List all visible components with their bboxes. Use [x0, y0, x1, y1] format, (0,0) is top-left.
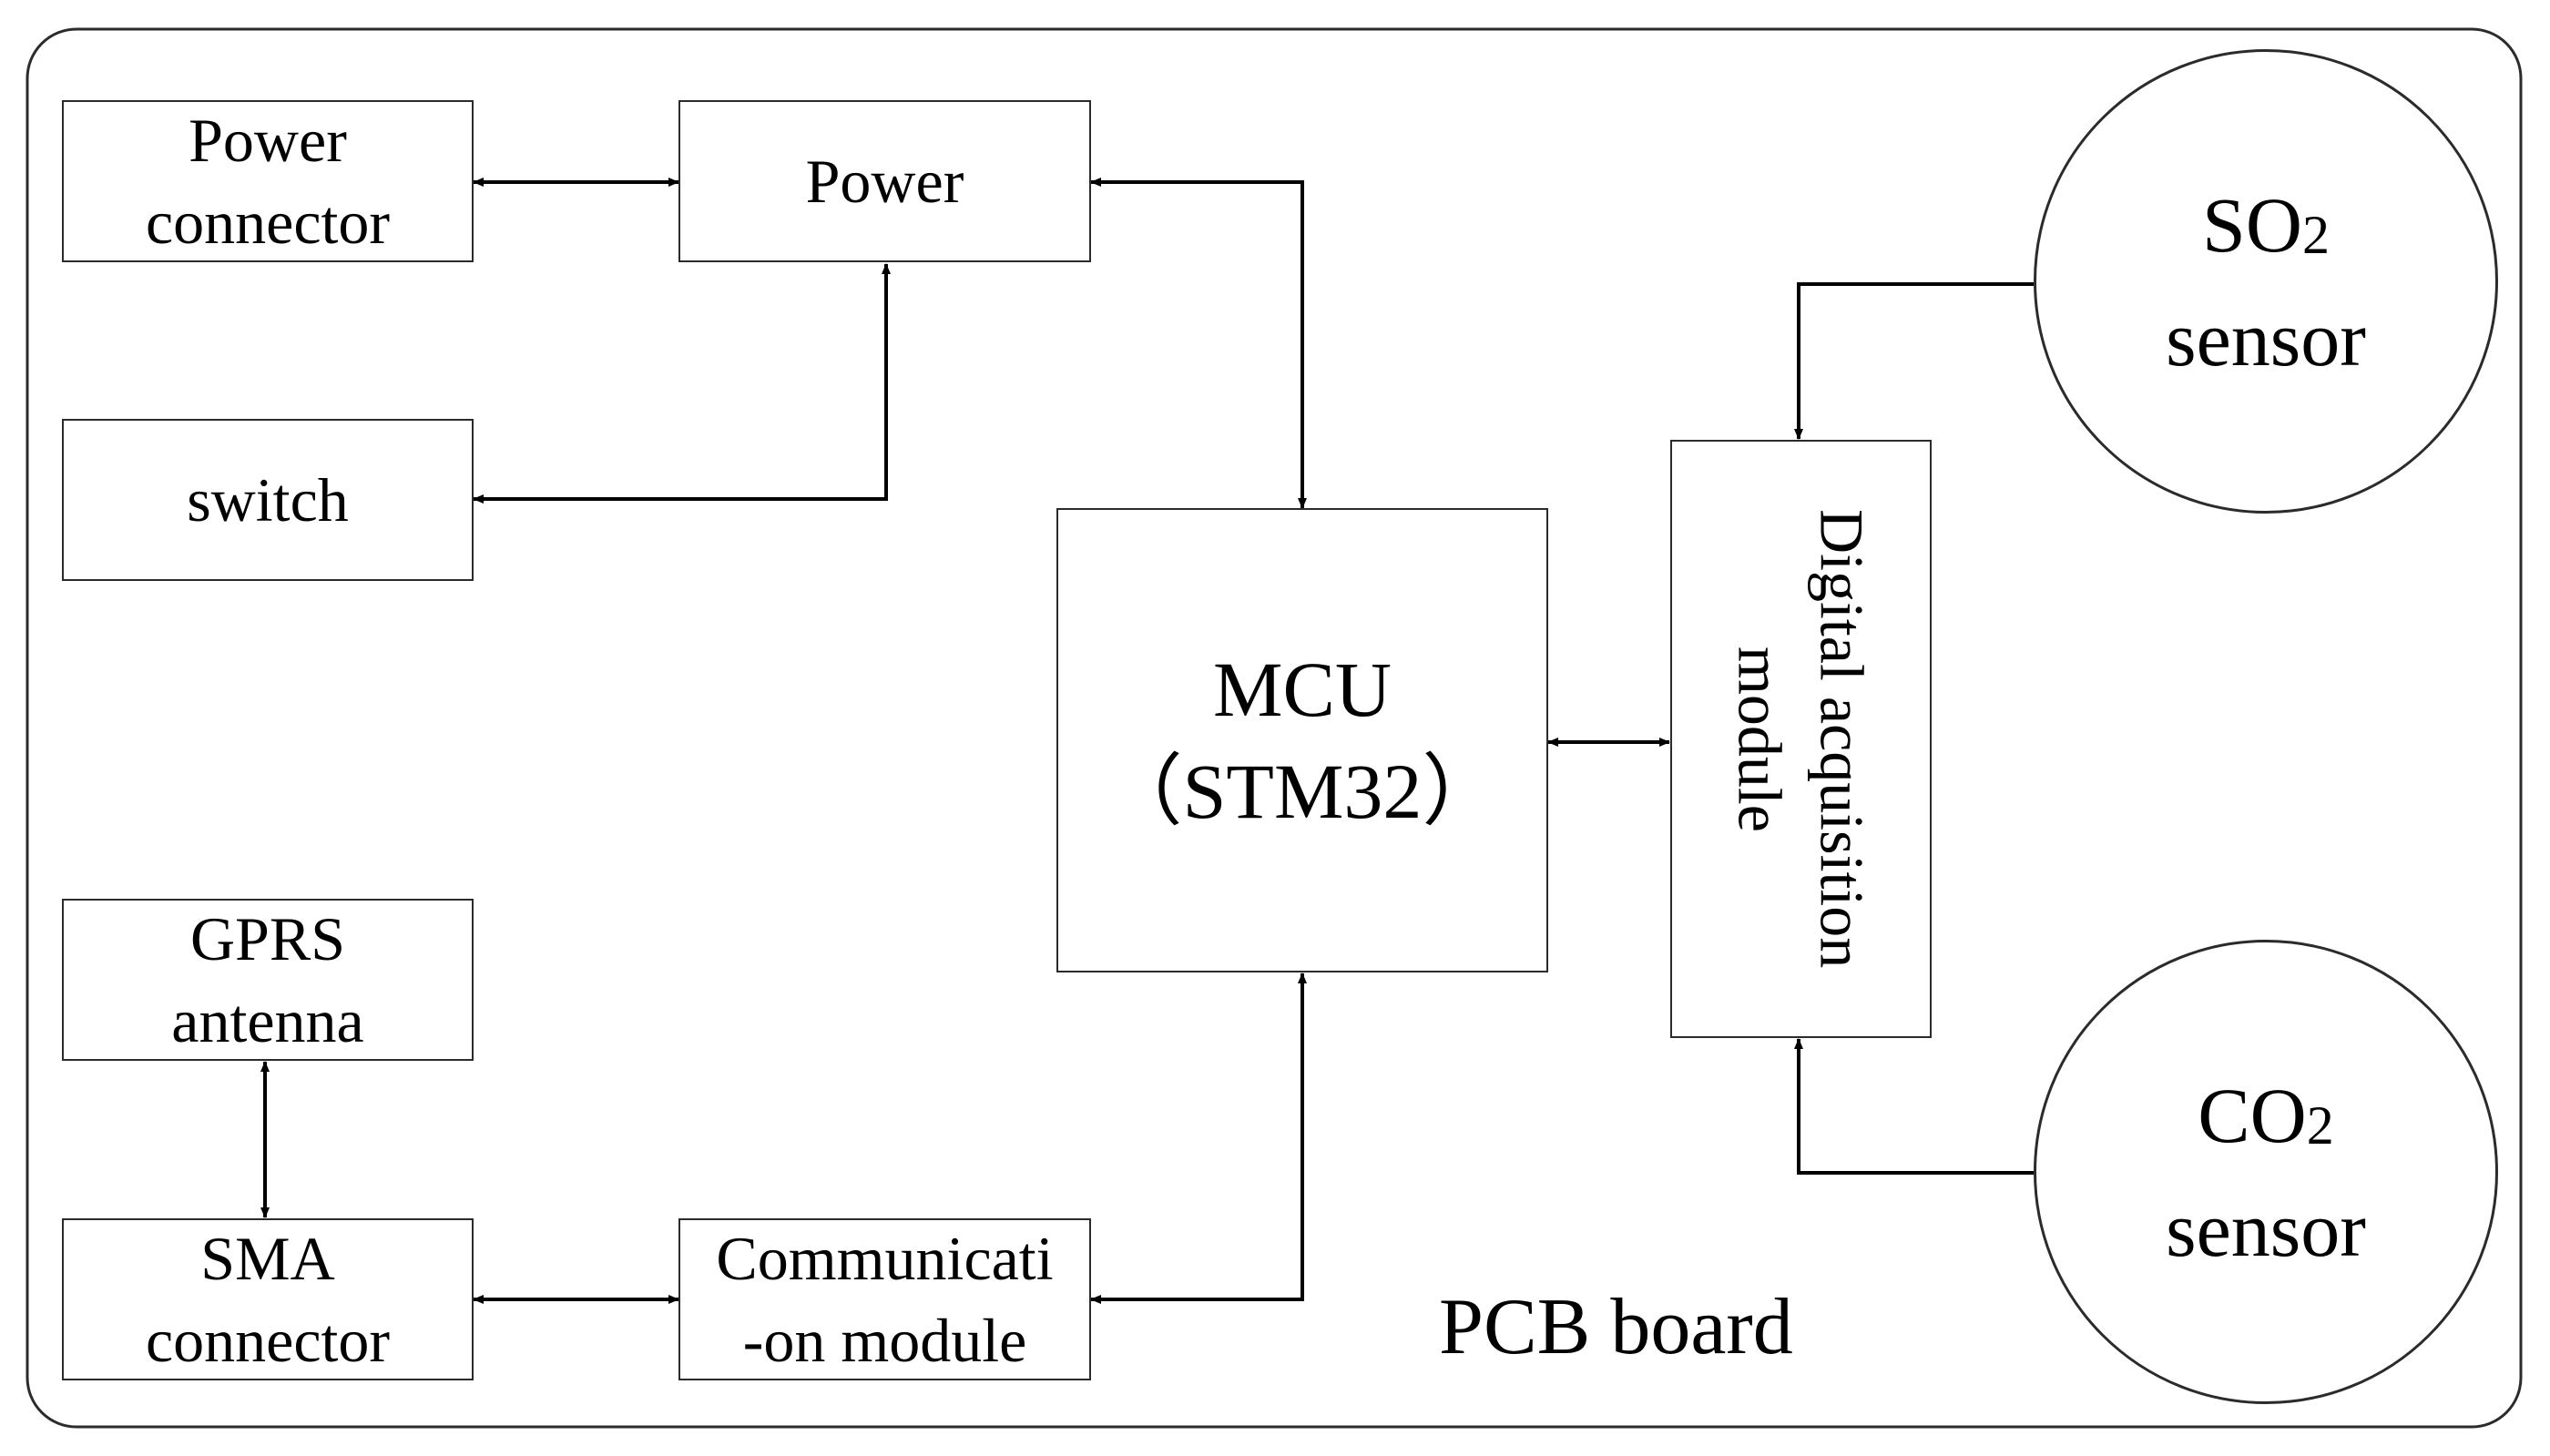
power-label: Power: [805, 147, 964, 216]
power-connector-label-line2: connector: [145, 188, 391, 257]
gprs-antenna-block: GPRS antenna: [62, 899, 474, 1061]
co2-sensor-word: sensor: [2166, 1185, 2366, 1273]
so2-sensor-word: sensor: [2166, 294, 2366, 382]
so2-sensor: SO2 sensor: [2034, 49, 2498, 514]
mcu-label-line2: （STM32）: [1104, 748, 1501, 835]
so2-subscript: 2: [2301, 204, 2330, 265]
so2-gas-text: SO: [2202, 180, 2302, 269]
power-to-mcu-arrow: [1090, 178, 1307, 509]
co2-subscript: 2: [2306, 1095, 2334, 1156]
switch-label: switch: [187, 465, 349, 535]
communication-module-label-line1: Communicati: [716, 1224, 1054, 1293]
co2-sensor-gas-label: CO2: [2198, 1063, 2333, 1176]
so2-sensor-to-acquisition-arrow: [1794, 282, 2034, 440]
digital-acquisition-module-block: Digital acquisition module: [1670, 440, 1932, 1038]
power-to-switch-arrow: [473, 263, 891, 504]
communication-module-block: Communicati -on module: [678, 1218, 1091, 1380]
gprs-antenna-label-line2: antenna: [171, 986, 364, 1055]
co2-gas-text: CO: [2198, 1071, 2307, 1159]
mcu-block: MCU （STM32）: [1056, 508, 1548, 972]
digital-acquisition-label-line1: Digital acquisition: [1807, 509, 1877, 969]
co2-sensor: CO2 sensor: [2034, 940, 2498, 1404]
pcb-board-outline: [26, 27, 2523, 1429]
mcu-label-line1: MCU: [1213, 646, 1392, 733]
digital-acquisition-label-line2: module: [1725, 646, 1795, 832]
so2-sensor-gas-label: SO2: [2202, 172, 2330, 286]
power-block: Power: [678, 100, 1091, 262]
power-connector-block: Power connector: [62, 100, 474, 262]
digital-acquisition-label: Digital acquisition module: [1719, 442, 1883, 1036]
sma-connector-label-line1: SMA: [200, 1224, 335, 1293]
power-connector-label-line1: Power: [189, 106, 347, 175]
sma-connector-label-line2: connector: [145, 1306, 391, 1375]
communication-module-label-line2: -on module: [742, 1306, 1027, 1375]
communication-to-mcu-arrow: [1090, 972, 1307, 1304]
switch-block: switch: [62, 419, 474, 581]
pcb-board-label: PCB board: [1439, 1283, 1793, 1371]
co2-sensor-to-acquisition-arrow: [1794, 1038, 2034, 1175]
gprs-antenna-label-line1: GPRS: [189, 904, 346, 973]
sma-connector-block: SMA connector: [62, 1218, 474, 1380]
